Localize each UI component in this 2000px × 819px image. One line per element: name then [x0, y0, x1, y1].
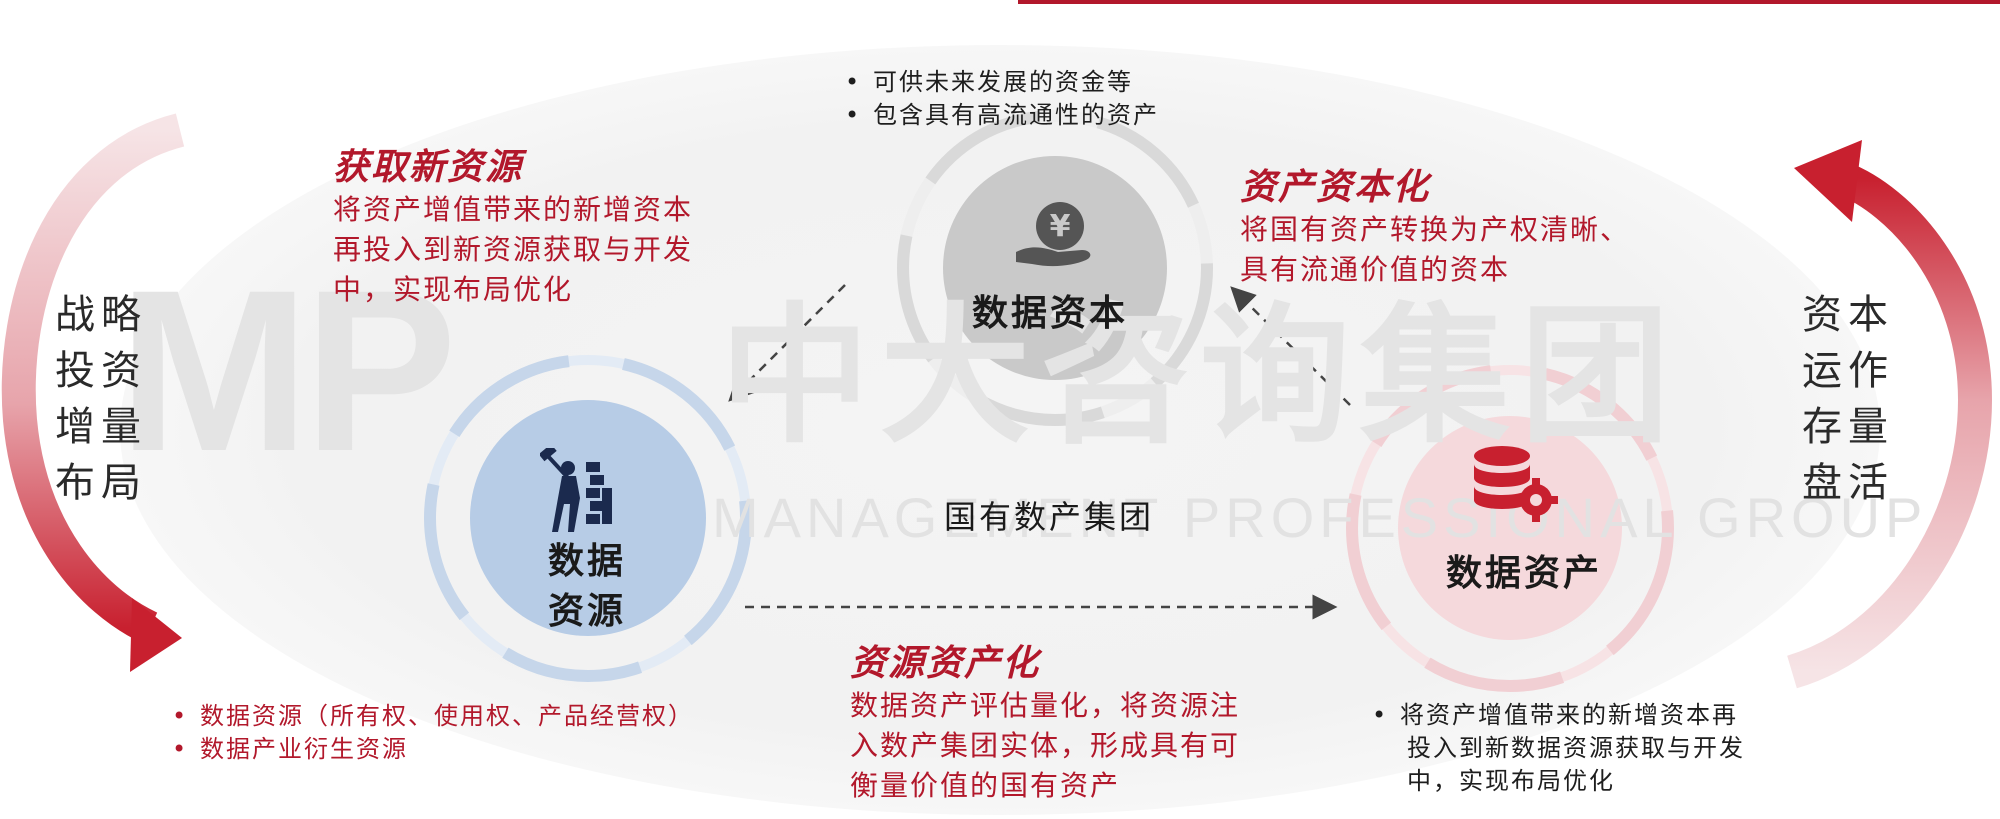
capital-bullet: 包含具有高流通性的资产 [843, 99, 1159, 132]
capital-bullet: 可供未来发展的资金等 [843, 66, 1159, 99]
asset-bullet: 将资产增值带来的新增资本再 [1370, 699, 1745, 732]
connector-asset-to-capital [1230, 286, 1351, 406]
left-side-line: 增量 [55, 404, 147, 450]
resource-node-label: 数据 资源 [548, 536, 626, 636]
process-assetize-title: 资源资产化 [850, 642, 1041, 684]
resource-bullet: 数据资源（所有权、使用权、产品经营权） [170, 700, 694, 733]
process-capitalize: 资产资本化 将国有资产转换为产权清晰、 具有流通价值的资本 [1240, 158, 1630, 290]
process-assetize-line: 衡量价值的国有资产 [850, 769, 1121, 802]
process-acquire: 获取新资源 将资产增值带来的新增资本 再投入到新资源获取与开发 中，实现布局优化 [333, 138, 693, 310]
process-capitalize-title: 资产资本化 [1240, 166, 1431, 208]
center-label: 国有数产集团 [944, 498, 1155, 536]
process-assetize-line: 数据资产评估量化，将资源注 [850, 689, 1241, 722]
right-side-line: 存量 [1802, 404, 1894, 450]
left-side-line: 投资 [55, 348, 147, 394]
top-accent-line [1018, 0, 2000, 4]
resource-bullet: 数据产业衍生资源 [170, 733, 694, 766]
connector-capital-to-resource [728, 284, 846, 402]
left-side-line: 战略 [55, 292, 147, 338]
svg-text:¥: ¥ [1050, 209, 1071, 244]
resource-label-line: 数据 [548, 540, 627, 582]
right-side-text: 资本 运作 存量 盘活 [1802, 287, 1894, 511]
process-capitalize-line: 具有流通价值的资本 [1240, 253, 1511, 286]
resource-bullets: 数据资源（所有权、使用权、产品经营权） 数据产业衍生资源 [170, 700, 694, 766]
capital-node-label: 数据资本 [972, 292, 1129, 334]
process-acquire-line: 中，实现布局优化 [333, 273, 574, 306]
left-curved-arrow [1, 113, 185, 672]
right-curved-arrow [1786, 140, 1993, 689]
yen-coin-hand-icon: ¥ [1016, 202, 1091, 267]
watermark-logo: MP [118, 242, 457, 499]
database-gear-icon [1474, 446, 1558, 522]
watermark-company-cn: 中大咨询集团 [720, 290, 1681, 464]
resource-label-line: 资源 [548, 590, 627, 632]
process-capitalize-line: 将国有资产转换为产权清晰、 [1240, 213, 1631, 246]
asset-bullets: 将资产增值带来的新增资本再 投入到新数据资源获取与开发 中，实现布局优化 [1370, 699, 1745, 798]
asset-node-label: 数据资产 [1446, 552, 1603, 594]
asset-node-ring [1346, 364, 1674, 692]
process-assetize: 资源资产化 数据资产评估量化，将资源注 入数产集团实体，形成具有可 衡量价值的国… [850, 634, 1240, 806]
watermark-company-en: MANAGEMENT PROFESSIONAL GROUP [712, 486, 1928, 549]
left-side-line: 布局 [55, 460, 147, 506]
process-acquire-line: 将资产增值带来的新增资本 [333, 193, 694, 226]
process-assetize-line: 入数产集团实体，形成具有可 [850, 729, 1241, 762]
right-side-line: 盘活 [1802, 460, 1894, 506]
asset-bullet-continuation: 中，实现布局优化 [1407, 767, 1615, 795]
worker-hammer-wall-icon [540, 448, 612, 532]
asset-bullet-continuation: 投入到新数据资源获取与开发 [1407, 734, 1745, 762]
process-acquire-title: 获取新资源 [333, 146, 524, 188]
process-acquire-line: 再投入到新资源获取与开发 [333, 233, 694, 266]
right-side-line: 运作 [1802, 348, 1894, 394]
capital-bullets: 可供未来发展的资金等 包含具有高流通性的资产 [843, 66, 1159, 132]
left-side-text: 战略 投资 增量 布局 [55, 287, 147, 511]
capital-node-ring [897, 110, 1213, 426]
right-side-line: 资本 [1802, 292, 1894, 338]
